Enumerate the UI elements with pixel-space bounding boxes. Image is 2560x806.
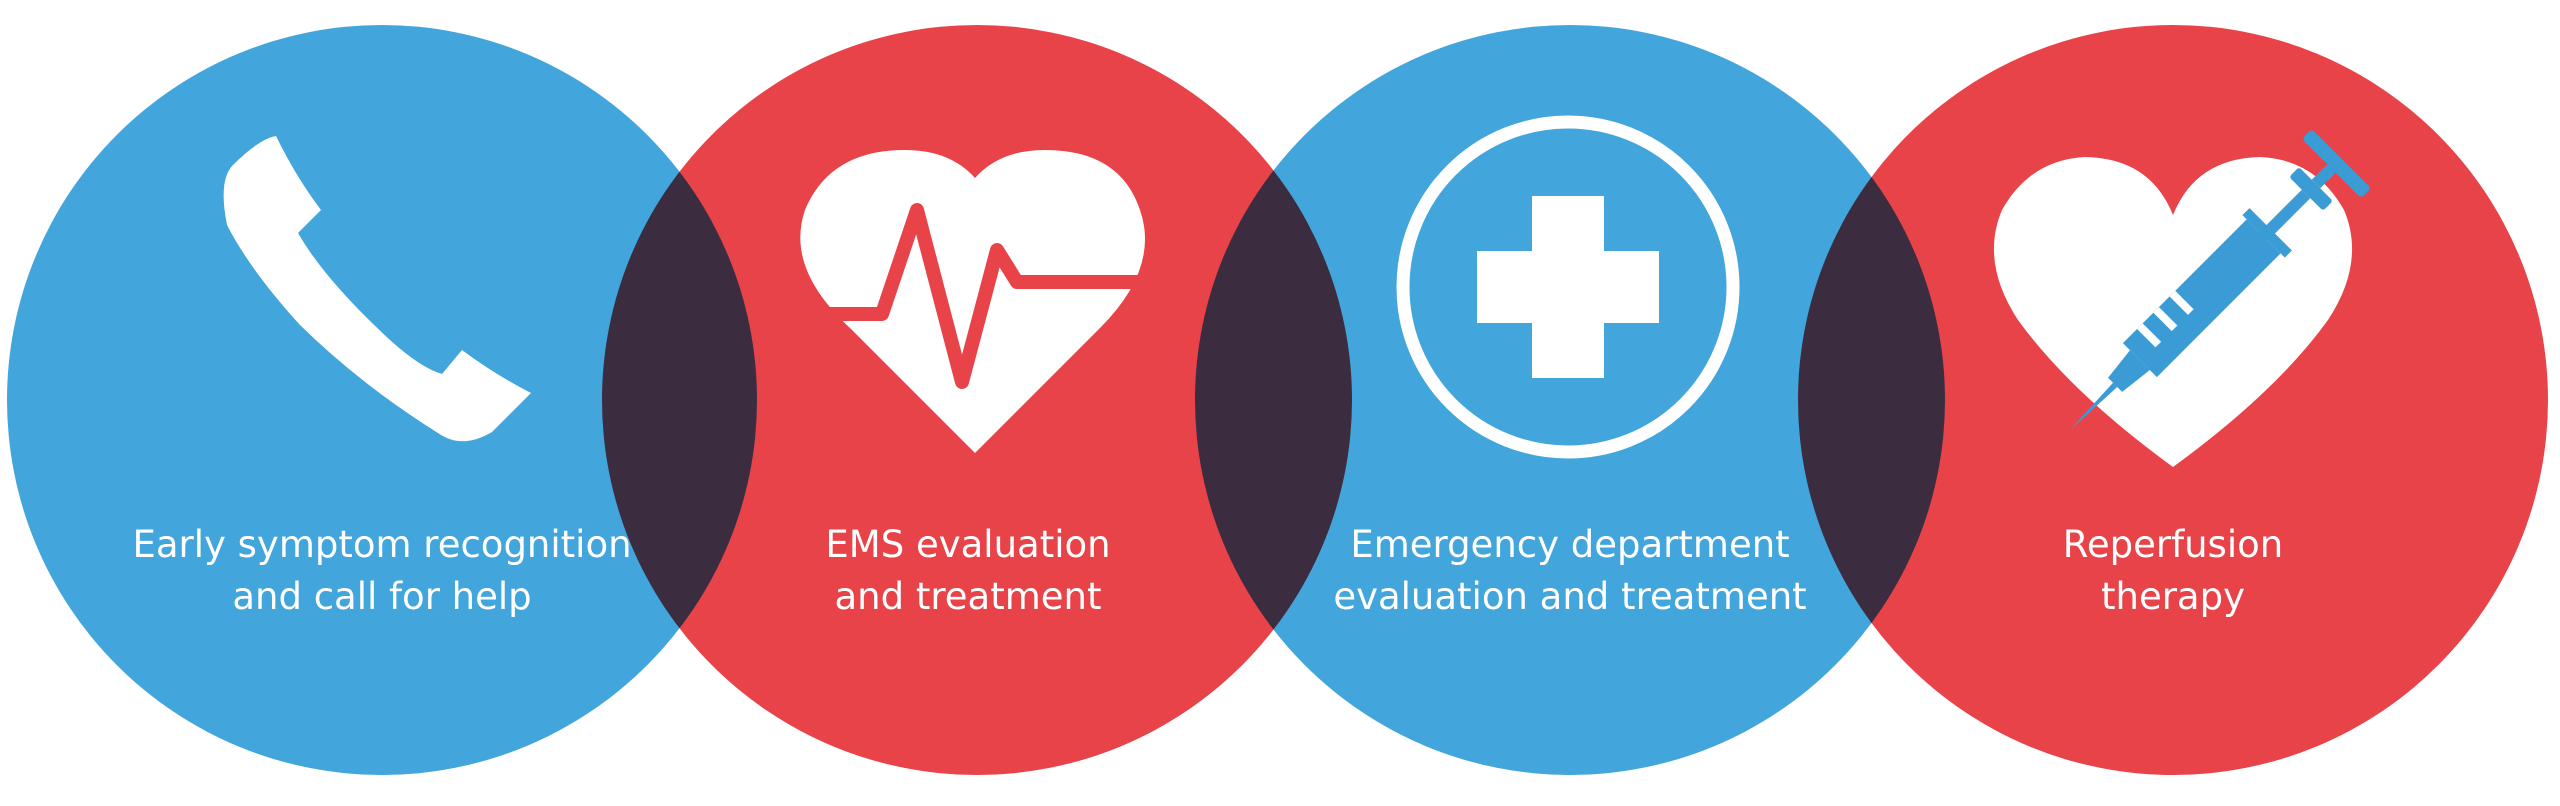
heart-pulse-icon: [783, 150, 1167, 453]
step-3-label: Emergency department evaluation and trea…: [1333, 523, 1806, 618]
step-1-label-line-1: Early symptom recognition: [132, 523, 631, 566]
step-3-label-line-1: Emergency department: [1350, 523, 1789, 566]
phone-handset-icon: [223, 136, 531, 442]
step-1-circle: [7, 25, 757, 775]
step-4-label-line-1: Reperfusion: [2063, 523, 2283, 566]
step-2-label-line-1: EMS evaluation: [825, 523, 1110, 566]
step-2-label-line-2: and treatment: [835, 575, 1102, 618]
step-3-circle: [1195, 25, 1945, 775]
medical-cross-icon: [1396, 115, 1740, 459]
step-4-label: Reperfusion therapy: [2063, 523, 2283, 618]
step-1-label: Early symptom recognition and call for h…: [132, 523, 631, 618]
step-2-label: EMS evaluation and treatment: [825, 523, 1110, 618]
step-1-label-line-2: and call for help: [232, 575, 531, 618]
heart-syringe-icon: [1993, 130, 2370, 467]
step-3-label-line-2: evaluation and treatment: [1333, 575, 1806, 618]
step-4-label-line-2: therapy: [2101, 575, 2245, 618]
